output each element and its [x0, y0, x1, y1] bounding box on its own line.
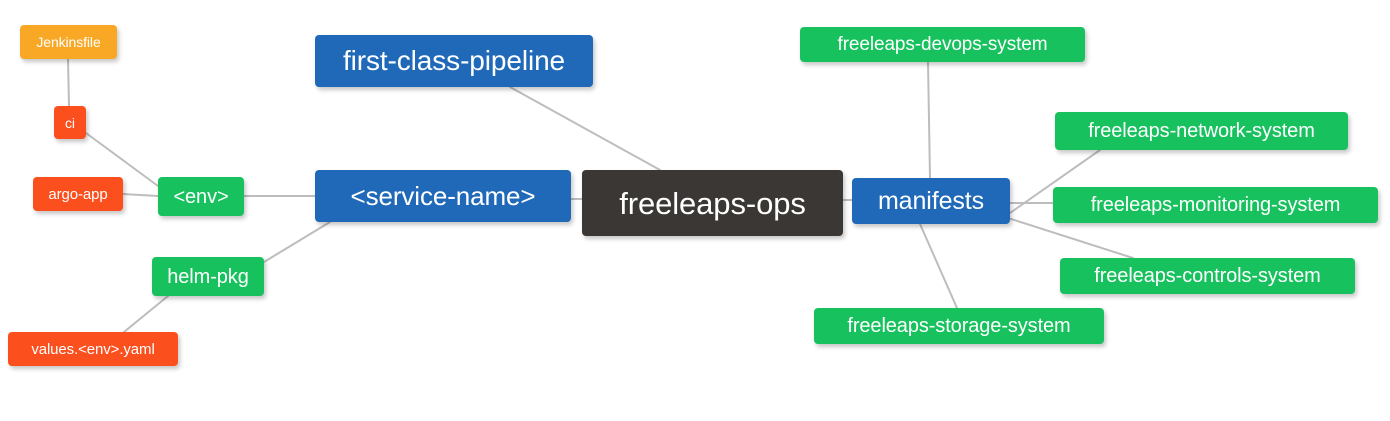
- node-helm-pkg[interactable]: helm-pkg: [152, 257, 264, 296]
- node-values-env-yaml[interactable]: values.<env>.yaml: [8, 332, 178, 366]
- node-label-values-env-yaml: values.<env>.yaml: [31, 340, 155, 358]
- node-label-freeleaps-network-system: freeleaps-network-system: [1088, 120, 1315, 142]
- node-freeleaps-ops[interactable]: freeleaps-ops: [582, 170, 843, 236]
- node-label-jenkinsfile: Jenkinsfile: [36, 34, 101, 50]
- edge-manifests-to-freeleaps-devops-system: [927, 61, 931, 179]
- node-label-freeleaps-monitoring-system: freeleaps-monitoring-system: [1090, 194, 1341, 216]
- node-label-service-name: <service-name>: [350, 181, 536, 211]
- node-label-freeleaps-controls-system: freeleaps-controls-system: [1094, 265, 1321, 287]
- node-jenkinsfile[interactable]: Jenkinsfile: [20, 25, 117, 59]
- node-freeleaps-devops-system[interactable]: freeleaps-devops-system: [800, 27, 1085, 62]
- node-label-ci: ci: [65, 114, 75, 131]
- node-label-manifests: manifests: [877, 186, 985, 215]
- node-label-argo-app: argo-app: [48, 185, 108, 203]
- node-freeleaps-controls-system[interactable]: freeleaps-controls-system: [1060, 258, 1355, 294]
- node-label-first-class-pipeline: first-class-pipeline: [342, 45, 566, 76]
- edge-manifests-to-freeleaps-storage-system: [919, 223, 958, 309]
- node-label-freeleaps-devops-system: freeleaps-devops-system: [837, 34, 1048, 55]
- node-freeleaps-network-system[interactable]: freeleaps-network-system: [1055, 112, 1348, 150]
- node-env[interactable]: <env>: [158, 177, 244, 216]
- node-label-freeleaps-storage-system: freeleaps-storage-system: [847, 315, 1071, 337]
- node-argo-app[interactable]: argo-app: [33, 177, 123, 211]
- edge-jenkinsfile-to-ci: [67, 58, 70, 107]
- edge-argo-app-to-env: [122, 193, 159, 197]
- node-service-name[interactable]: <service-name>: [315, 170, 571, 222]
- node-ci[interactable]: ci: [54, 106, 86, 139]
- edge-helm-pkg-to-values-env-yaml: [123, 295, 169, 333]
- edge-service-name-to-helm-pkg: [263, 221, 331, 263]
- node-label-env: <env>: [173, 185, 229, 208]
- node-label-freeleaps-ops: freeleaps-ops: [619, 185, 806, 221]
- node-freeleaps-monitoring-system[interactable]: freeleaps-monitoring-system: [1053, 187, 1378, 223]
- edge-manifests-to-freeleaps-controls-system: [1007, 217, 1134, 259]
- node-freeleaps-storage-system[interactable]: freeleaps-storage-system: [814, 308, 1104, 344]
- edge-first-class-pipeline-to-freeleaps-ops: [509, 86, 661, 171]
- node-manifests[interactable]: manifests: [852, 178, 1010, 224]
- node-first-class-pipeline[interactable]: first-class-pipeline: [315, 35, 593, 87]
- node-label-helm-pkg: helm-pkg: [167, 265, 249, 288]
